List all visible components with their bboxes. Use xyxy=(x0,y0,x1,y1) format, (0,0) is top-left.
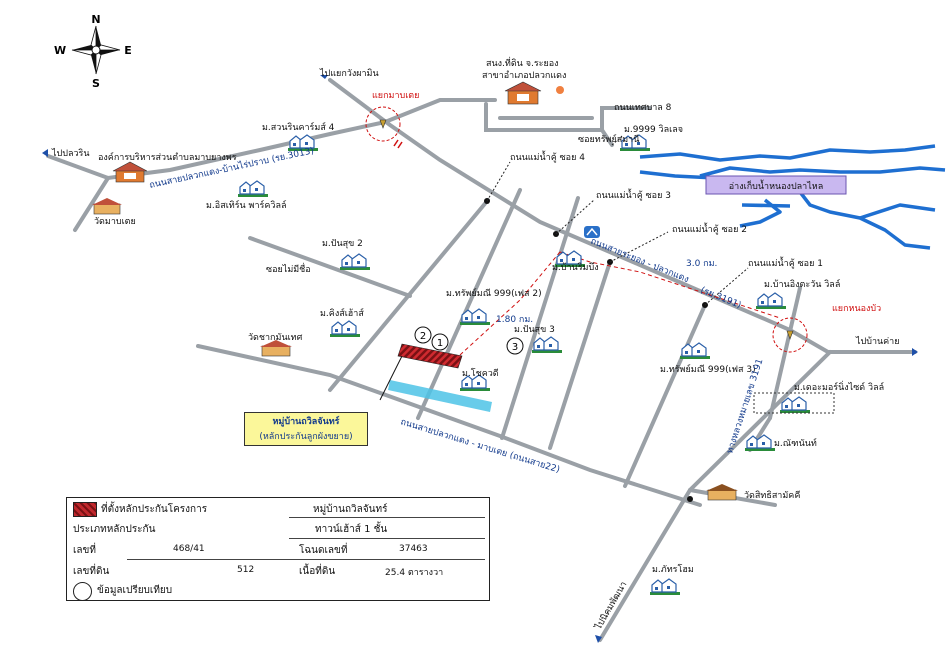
legend-box: ที่ตั้งหลักประกันโครงการ หมู่บ้านถวิลจัน… xyxy=(66,497,490,601)
project-callout: หมู่บ้านถวิลจันทร์ (หลักประกันลูกผังขยาย… xyxy=(244,412,368,446)
m-ban-rim-bueng: ม.บ้านริมบึง xyxy=(552,262,599,273)
buildings xyxy=(92,81,738,501)
legend-no-value: 468/41 xyxy=(173,544,205,554)
mae-soi3: ถนนแม่น้ำคู้ ซอย 3 xyxy=(596,188,671,201)
compass-rose: N S E W xyxy=(44,8,154,90)
road-22: ถนนสายปลวกแดง - มาบเตย (ถนนสาย22) xyxy=(399,417,561,475)
m-ban-ing: ม.บ้านอิงตะวัน วิลล์ xyxy=(764,278,840,290)
mae-soi1: ถนนแม่น้ำคู้ ซอย 1 xyxy=(748,256,823,269)
obt-label: องค์การบริหารส่วนตำบลมาบยางพร xyxy=(98,151,237,163)
soi-sap: ซอยทรัพย์สมานี xyxy=(578,133,639,145)
to-wang-pha-min: ไปแยกวังผามิน xyxy=(319,68,379,79)
thesaban-8: ถนนเทศบาล 8 xyxy=(614,103,672,113)
dist-3km: 3.0 กม. xyxy=(686,259,717,269)
marker-2: 2 xyxy=(420,331,426,342)
legend-project-name: หมู่บ้านถวิลจันทร์ xyxy=(313,504,388,515)
m-suan-rin: ม.สวนรินคาร์มส์ 4 xyxy=(262,121,335,133)
callout-line1: หมู่บ้านถวิลจันทร์ xyxy=(272,417,340,427)
marker-3: 3 xyxy=(512,342,518,353)
m-pansuk3: ม.ปันสุข 3 xyxy=(514,325,555,335)
comparison-markers: 2 1 3 xyxy=(414,326,524,355)
the-mountain-boundary xyxy=(753,392,835,414)
legend-area-value: 25.4 ตารางวา xyxy=(385,568,444,578)
reservoir-label-box xyxy=(705,175,847,195)
direction-arrows xyxy=(42,75,918,643)
m-sap-999-3: ม.ทรัพย์มณี 999(เฟส 3) xyxy=(660,363,756,375)
marker-1: 1 xyxy=(437,338,443,349)
land-office-line1: สนง.ที่ดิน จ.ระยอง xyxy=(486,56,559,69)
m-phatthon: ม.ภัทรโฮม xyxy=(652,564,694,575)
callout-line2: (หลักประกันลูกผังขยาย) xyxy=(259,432,353,442)
legend-land-no-value: 512 xyxy=(237,565,255,575)
compass-w: W xyxy=(54,44,66,57)
m-sap-999-2: ม.ทรัพย์มณี 999(เฟส 2) xyxy=(446,287,542,299)
comparison-circle-swatch xyxy=(73,582,92,601)
wat-chak: วัดชากมันเทศ xyxy=(248,333,303,343)
compass-s: S xyxy=(92,77,100,88)
site-block xyxy=(397,343,463,369)
m-ease: ม.อิสเทิร์น พาร์ควิลล์ xyxy=(206,199,286,211)
legend-compare-label: ข้อมูลเปรียบเทียบ xyxy=(97,585,173,596)
wat-map-loei: วัดมาบเตย xyxy=(94,217,136,227)
to-rawin: ไปปลวริน xyxy=(51,148,90,159)
yaek-nong-bua: แยกหนองบัว xyxy=(832,304,881,314)
mae-soi2: ถนนแม่น้ำคู้ ซอย 2 xyxy=(672,222,747,235)
site-hatch-swatch xyxy=(73,502,97,517)
legend-type-label: ประเภทหลักประกัน xyxy=(73,524,156,535)
canal xyxy=(388,380,492,412)
land-office-line2: สาขาอำเภอปลวกแดง xyxy=(482,70,566,81)
legend-area-label: เนื้อที่ดิน xyxy=(299,566,336,577)
legend-deed-value: 37463 xyxy=(399,544,428,554)
roads xyxy=(46,78,917,642)
red-junctions xyxy=(365,106,808,353)
compass-n: N xyxy=(91,13,100,26)
wat-sitthi: วัดสิทธิสามัคคี xyxy=(744,490,800,501)
yaek-map-loei: แยกมาบเตย xyxy=(372,91,419,101)
m-nathanan: ม.ณัฑนันท์ xyxy=(774,437,817,449)
legend-type-value: ทาวน์เฮ้าส์ 1 ชั้น xyxy=(315,524,388,535)
to-ban-khai: ไปบ้านค่าย xyxy=(855,336,900,347)
legend-no-label: เลขที่ xyxy=(73,545,96,556)
callout-leader xyxy=(379,355,403,401)
legend-deed-label: โฉนดเลขที่ xyxy=(299,545,348,556)
leader-lines xyxy=(486,135,749,306)
legend-site-label: ที่ตั้งหลักประกันโครงการ xyxy=(101,504,208,515)
reservoir-label: อ่างเก็บน้ำหนองปลาไหล xyxy=(729,179,823,192)
legend-land-no-label: เลขที่ดิน xyxy=(73,566,110,577)
soi-mai-mi-chue: ซอยไม่มีชื่อ xyxy=(266,262,311,275)
compass-e: E xyxy=(124,44,132,57)
m-the-mountain: ม.เดอะมอร์นิ่งไซด์ วิลล์ xyxy=(794,380,884,393)
dist-180: 1.80 กม. xyxy=(496,315,533,325)
m-pansuk2: ม.ปันสุข 2 xyxy=(322,239,363,249)
m-chokdee: ม.โชควดี xyxy=(462,368,499,379)
mae-soi4: ถนนแม่น้ำคู้ ซอย 4 xyxy=(510,150,585,163)
m-9999: ม.9999 วิลเลจ xyxy=(624,124,683,135)
m-kings: ม.คิงส์เฮ้าส์ xyxy=(320,307,364,319)
reservoir-water xyxy=(639,144,946,250)
